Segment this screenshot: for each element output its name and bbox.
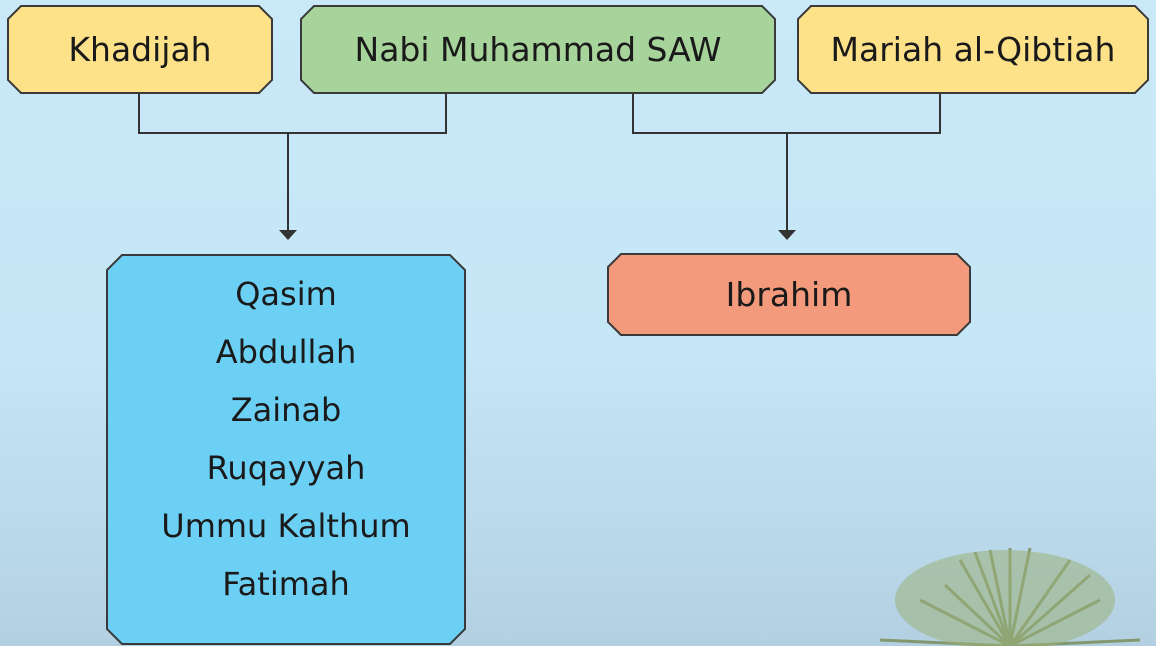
khadijah-box bbox=[7, 5, 273, 94]
child-name-ibrahim: Ibrahim bbox=[725, 275, 853, 314]
connector-khadijah-prophet bbox=[138, 92, 447, 134]
khadijah-children-box bbox=[106, 254, 466, 645]
child-name: Ruqayyah bbox=[206, 449, 366, 487]
khadijah-children-list: Qasim Abdullah Zainab Ruqayyah Ummu Kalt… bbox=[106, 265, 466, 613]
child-name: Abdullah bbox=[215, 333, 357, 371]
child-name: Qasim bbox=[235, 275, 337, 313]
child-name: Zainab bbox=[230, 391, 342, 429]
arrow-down-icon bbox=[778, 230, 796, 240]
mariah-label: Mariah al-Qibtiah bbox=[830, 30, 1116, 69]
prophet-label: Nabi Muhammad SAW bbox=[354, 30, 722, 69]
arrow-down-icon bbox=[279, 230, 297, 240]
child-name: Fatimah bbox=[222, 565, 350, 603]
connector-prophet-mariah bbox=[632, 92, 941, 134]
khadijah-label: Khadijah bbox=[68, 30, 212, 69]
prophet-box bbox=[300, 5, 776, 94]
mariah-box bbox=[797, 5, 1149, 94]
mariah-children-box bbox=[607, 253, 971, 336]
child-name: Ummu Kalthum bbox=[161, 507, 411, 545]
